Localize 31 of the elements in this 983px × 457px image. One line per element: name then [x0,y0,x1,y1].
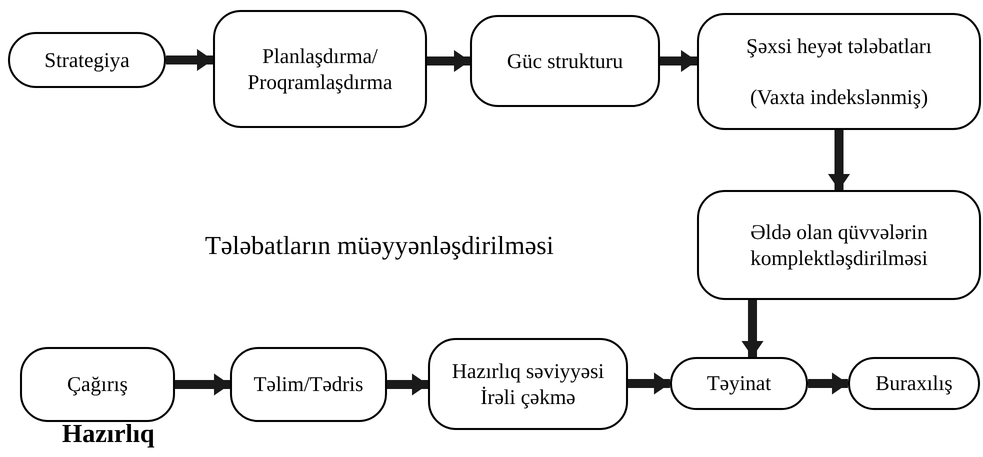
block-arrow [808,372,848,394]
rounded-process-box [428,338,628,430]
box-text: (Vaxta indekslənmiş) [750,84,928,110]
block-arrow [427,50,470,72]
box-text: Strategiya [44,46,130,74]
block-arrow [175,374,230,396]
box-text: Şəxsi heyət tələbatları [746,33,932,60]
rounded-process-box [697,190,981,300]
box-text: Əldə olan qüvvələrin komplektləşdirilməsi [749,218,929,272]
block-arrow [828,130,850,190]
rounded-process-box [697,13,981,130]
box-text: Təyinat [706,370,772,397]
rounded-process-box [848,357,980,410]
block-arrow [660,50,697,72]
block-arrow [166,49,213,71]
rounded-process-box [470,15,660,107]
rounded-process-box [213,10,427,128]
block-arrow [742,300,764,357]
box-text: Təlim/Tədris [254,371,364,398]
box-text: Buraxılış [876,370,952,397]
section-heading: Hazırlıq [62,418,154,450]
section-title: Tələbatların müəyyənləşdirilməsi [205,230,554,262]
rounded-process-box [230,347,387,422]
block-arrow [628,372,670,394]
block-arrow [387,374,428,396]
box-text: Çağırış [67,371,128,398]
box-text: Hazırlıq səviyyəsi İrəli çəkmə [450,358,606,410]
rounded-process-box [670,357,808,410]
box-text: Güc strukturu [506,48,624,74]
rounded-process-box [20,347,175,422]
box-text: Planlaşdırma/ Proqramlaşdırma [246,42,394,96]
